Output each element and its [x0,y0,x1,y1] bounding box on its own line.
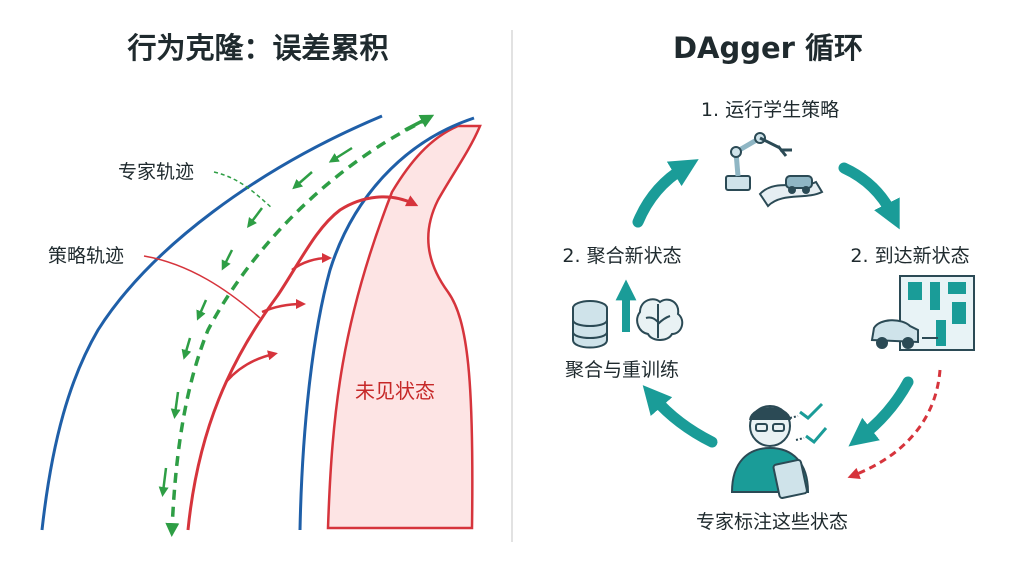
cycle-arrow-top-right [838,162,900,230]
step-4-label: 2. 聚合新状态 [562,245,681,267]
right-panel: DAgger 循环 1. 运行学生策略 2. 到达新状态 专家标注这些状态 2.… [562,31,975,533]
step-2-label: 2. 到达新状态 [850,245,969,267]
left-panel: 行为克隆：误差累积 未见状态 专家轨迹 [40,31,482,537]
expert-tablet-icon [730,402,828,499]
unseen-label: 未见状态 [355,379,435,403]
road-boundary-left [40,114,383,531]
expert-trajectory [165,116,431,537]
cycle-arrow-bottom-right [848,376,914,447]
cycle-arrow-bottom-left [642,385,718,448]
policy-drift-arrows [225,253,332,383]
map-car-icon [870,275,975,351]
unseen-region [326,124,482,530]
road-boundary-right [298,116,475,531]
expert-leader-line [213,171,273,209]
right-title: DAgger 循环 [673,31,863,65]
robot-arm-car-icon [725,132,824,208]
step-1-label: 1. 运行学生策略 [701,99,839,121]
policy-trajectory [186,195,419,531]
left-title: 行为克隆：误差累积 [126,31,388,65]
expert-direction-arrows [158,146,353,497]
step-5-label: 聚合与重训练 [565,359,679,381]
expert-label: 专家轨迹 [118,161,194,183]
database-brain-icon [572,279,684,349]
step-3-label: 专家标注这些状态 [696,511,848,533]
cycle-arrow-top-left [632,159,699,228]
policy-label: 策略轨迹 [48,245,124,267]
policy-leader-line [143,255,261,319]
dashed-red-arrow [847,369,942,480]
cycle-arrows [632,159,914,448]
